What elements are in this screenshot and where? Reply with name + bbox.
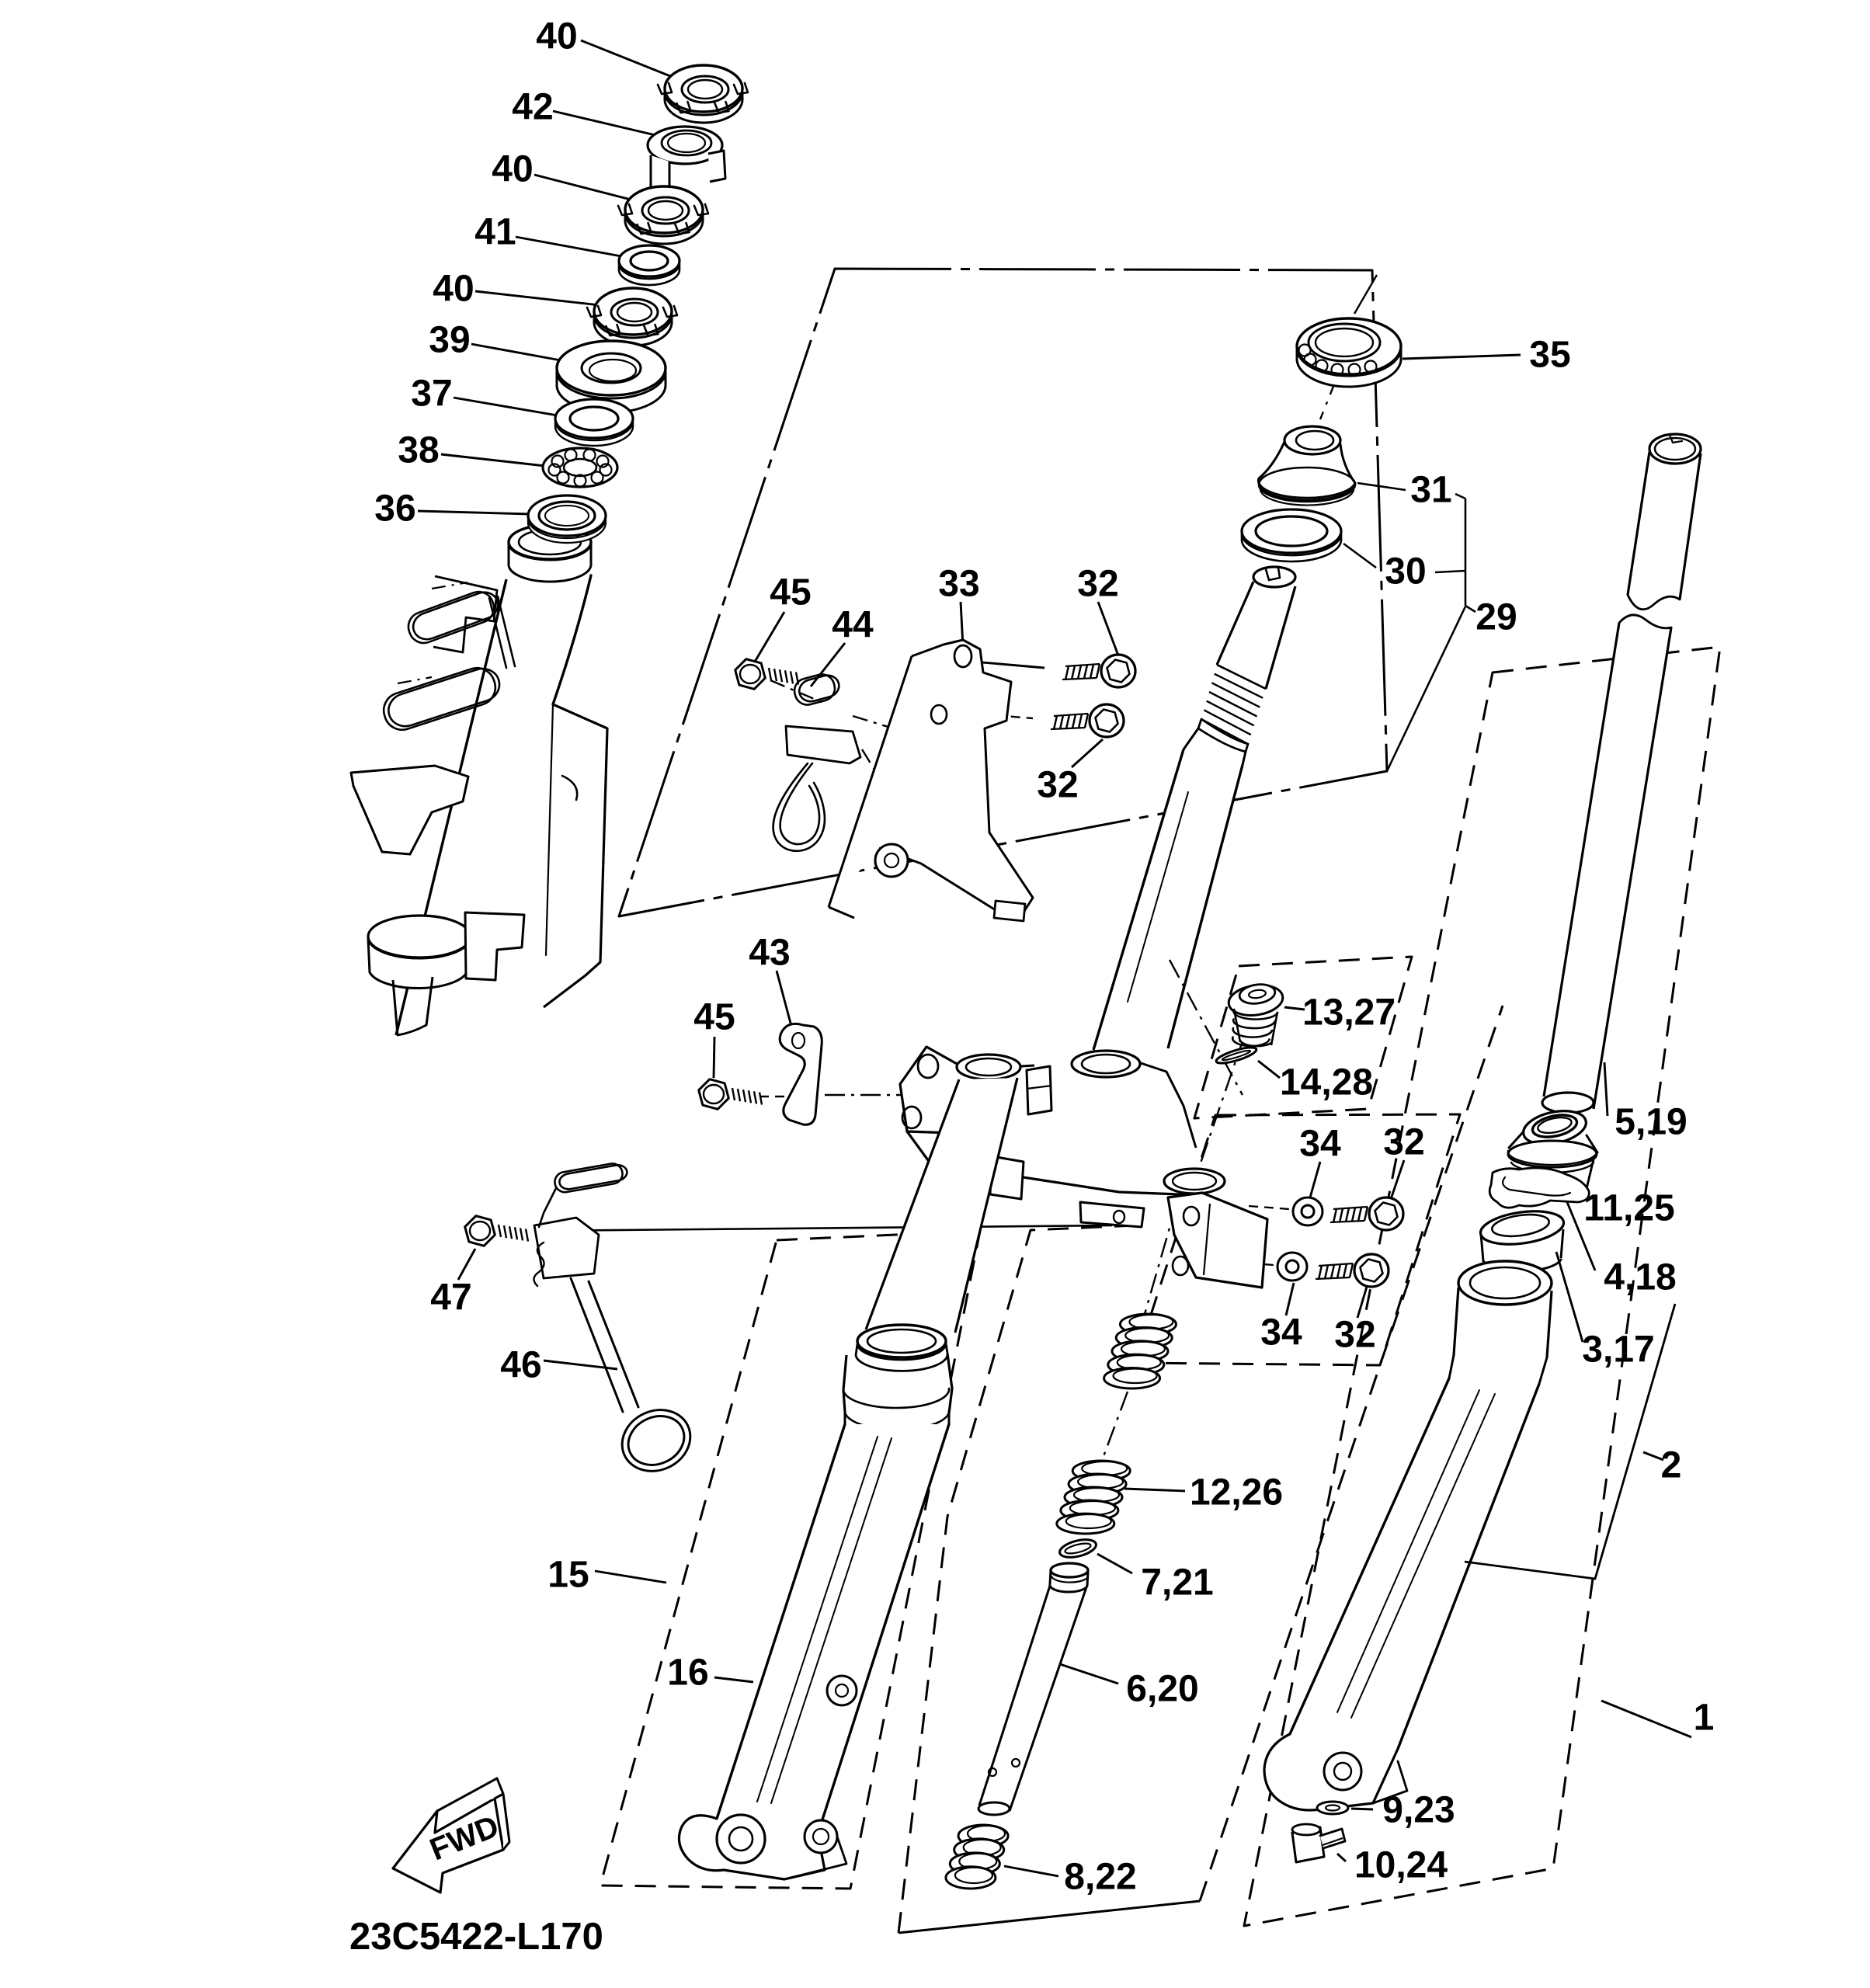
svg-text:46: 46 bbox=[500, 1345, 541, 1386]
svg-text:32: 32 bbox=[1383, 1122, 1424, 1163]
svg-text:8,22: 8,22 bbox=[1064, 1857, 1136, 1898]
svg-text:9,23: 9,23 bbox=[1382, 1790, 1455, 1831]
svg-text:5,19: 5,19 bbox=[1615, 1102, 1687, 1143]
svg-text:34: 34 bbox=[1260, 1312, 1302, 1354]
svg-text:40: 40 bbox=[433, 269, 474, 310]
svg-text:45: 45 bbox=[770, 572, 811, 613]
svg-text:40: 40 bbox=[492, 149, 533, 190]
svg-text:32: 32 bbox=[1037, 765, 1078, 806]
svg-text:31: 31 bbox=[1410, 470, 1451, 511]
svg-text:32: 32 bbox=[1334, 1315, 1375, 1356]
svg-text:39: 39 bbox=[429, 320, 470, 361]
svg-text:38: 38 bbox=[398, 430, 439, 471]
svg-text:37: 37 bbox=[411, 374, 452, 415]
svg-text:40: 40 bbox=[536, 16, 577, 57]
svg-text:15: 15 bbox=[547, 1555, 589, 1596]
svg-text:4,18: 4,18 bbox=[1604, 1257, 1676, 1298]
svg-text:3,17: 3,17 bbox=[1582, 1329, 1654, 1371]
svg-text:12,26: 12,26 bbox=[1190, 1472, 1283, 1514]
svg-text:10,24: 10,24 bbox=[1354, 1845, 1448, 1886]
svg-text:14,28: 14,28 bbox=[1280, 1062, 1373, 1103]
svg-text:42: 42 bbox=[512, 87, 553, 128]
svg-text:34: 34 bbox=[1299, 1124, 1341, 1165]
svg-text:29: 29 bbox=[1475, 597, 1517, 638]
svg-text:6,20: 6,20 bbox=[1126, 1669, 1198, 1710]
svg-text:1: 1 bbox=[1694, 1698, 1715, 1739]
svg-text:47: 47 bbox=[430, 1277, 471, 1319]
svg-text:23C5422-L170: 23C5422-L170 bbox=[349, 1916, 603, 1958]
svg-text:30: 30 bbox=[1385, 551, 1426, 593]
svg-text:44: 44 bbox=[832, 605, 874, 646]
svg-text:13,27: 13,27 bbox=[1302, 992, 1396, 1034]
svg-text:43: 43 bbox=[749, 933, 790, 974]
svg-text:2: 2 bbox=[1661, 1445, 1682, 1486]
svg-text:41: 41 bbox=[474, 212, 516, 253]
svg-text:16: 16 bbox=[667, 1653, 708, 1694]
svg-text:32: 32 bbox=[1077, 564, 1118, 605]
svg-text:35: 35 bbox=[1529, 335, 1570, 376]
svg-text:45: 45 bbox=[693, 997, 735, 1038]
svg-text:36: 36 bbox=[374, 488, 415, 530]
svg-text:7,21: 7,21 bbox=[1141, 1562, 1213, 1604]
svg-text:11,25: 11,25 bbox=[1583, 1188, 1674, 1229]
svg-text:33: 33 bbox=[938, 564, 979, 605]
